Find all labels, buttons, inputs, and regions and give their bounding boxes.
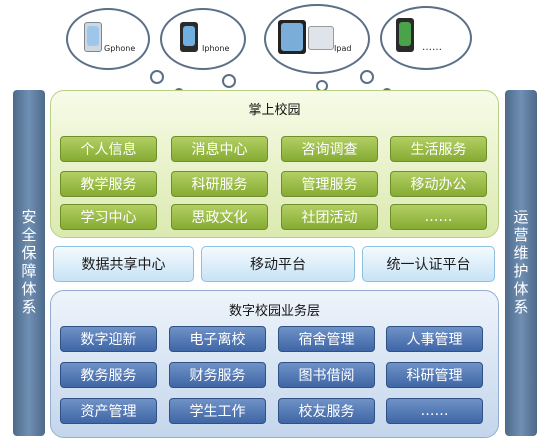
security-system-label: 安全保障体系 — [19, 209, 38, 317]
module-mobile-office[interactable]: 移动办公 — [390, 171, 487, 197]
more-label: …… — [422, 42, 442, 53]
ipad-2-icon — [308, 26, 334, 50]
platform-mobile[interactable]: 移动平台 — [201, 246, 355, 282]
iphone-label: Iphone — [202, 44, 230, 53]
service-alumni[interactable]: 校友服务 — [278, 398, 375, 424]
module-club-activities[interactable]: 社团活动 — [281, 204, 378, 230]
service-research-management[interactable]: 科研管理 — [386, 362, 483, 388]
operation-maintenance-label: 运营维护体系 — [511, 209, 530, 317]
cloud-more — [380, 6, 472, 70]
service-library-lending[interactable]: 图书借阅 — [278, 362, 375, 388]
module-learning-center[interactable]: 学习中心 — [60, 204, 157, 230]
service-academic-affairs[interactable]: 教务服务 — [60, 362, 157, 388]
service-asset-management[interactable]: 资产管理 — [60, 398, 157, 424]
bubble — [150, 70, 164, 84]
bubble — [222, 74, 236, 88]
module-ideology-culture[interactable]: 思政文化 — [171, 204, 268, 230]
service-hr-management[interactable]: 人事管理 — [386, 326, 483, 352]
bubble — [360, 70, 374, 84]
service-digital-enrollment[interactable]: 数字迎新 — [60, 326, 157, 352]
security-system-bar: 安全保障体系 — [13, 90, 45, 436]
platform-data-sharing-center[interactable]: 数据共享中心 — [53, 246, 194, 282]
ipad-label: Ipad — [334, 44, 352, 53]
platform-unified-auth[interactable]: 统一认证平台 — [362, 246, 495, 282]
module-personal-info[interactable]: 个人信息 — [60, 136, 157, 162]
service-dormitory-management[interactable]: 宿舍管理 — [278, 326, 375, 352]
module-more[interactable]: …… — [390, 204, 487, 230]
gphone-label: Gphone — [104, 44, 136, 53]
service-more[interactable]: …… — [386, 398, 483, 424]
service-finance[interactable]: 财务服务 — [169, 362, 266, 388]
mobile-campus-title: 掌上校园 — [248, 103, 301, 118]
module-research-service[interactable]: 科研服务 — [171, 171, 268, 197]
module-management-service[interactable]: 管理服务 — [281, 171, 378, 197]
service-student-affairs[interactable]: 学生工作 — [169, 398, 266, 424]
module-survey[interactable]: 咨询调查 — [281, 136, 378, 162]
cloud-gphone — [66, 8, 150, 70]
service-electronic-leaving[interactable]: 电子离校 — [169, 326, 266, 352]
module-teaching-service[interactable]: 教学服务 — [60, 171, 157, 197]
module-life-service[interactable]: 生活服务 — [390, 136, 487, 162]
business-layer-title: 数字校园业务层 — [228, 304, 320, 319]
module-message-center[interactable]: 消息中心 — [171, 136, 268, 162]
operation-maintenance-bar: 运营维护体系 — [505, 90, 537, 436]
cloud-iphone — [160, 8, 246, 70]
